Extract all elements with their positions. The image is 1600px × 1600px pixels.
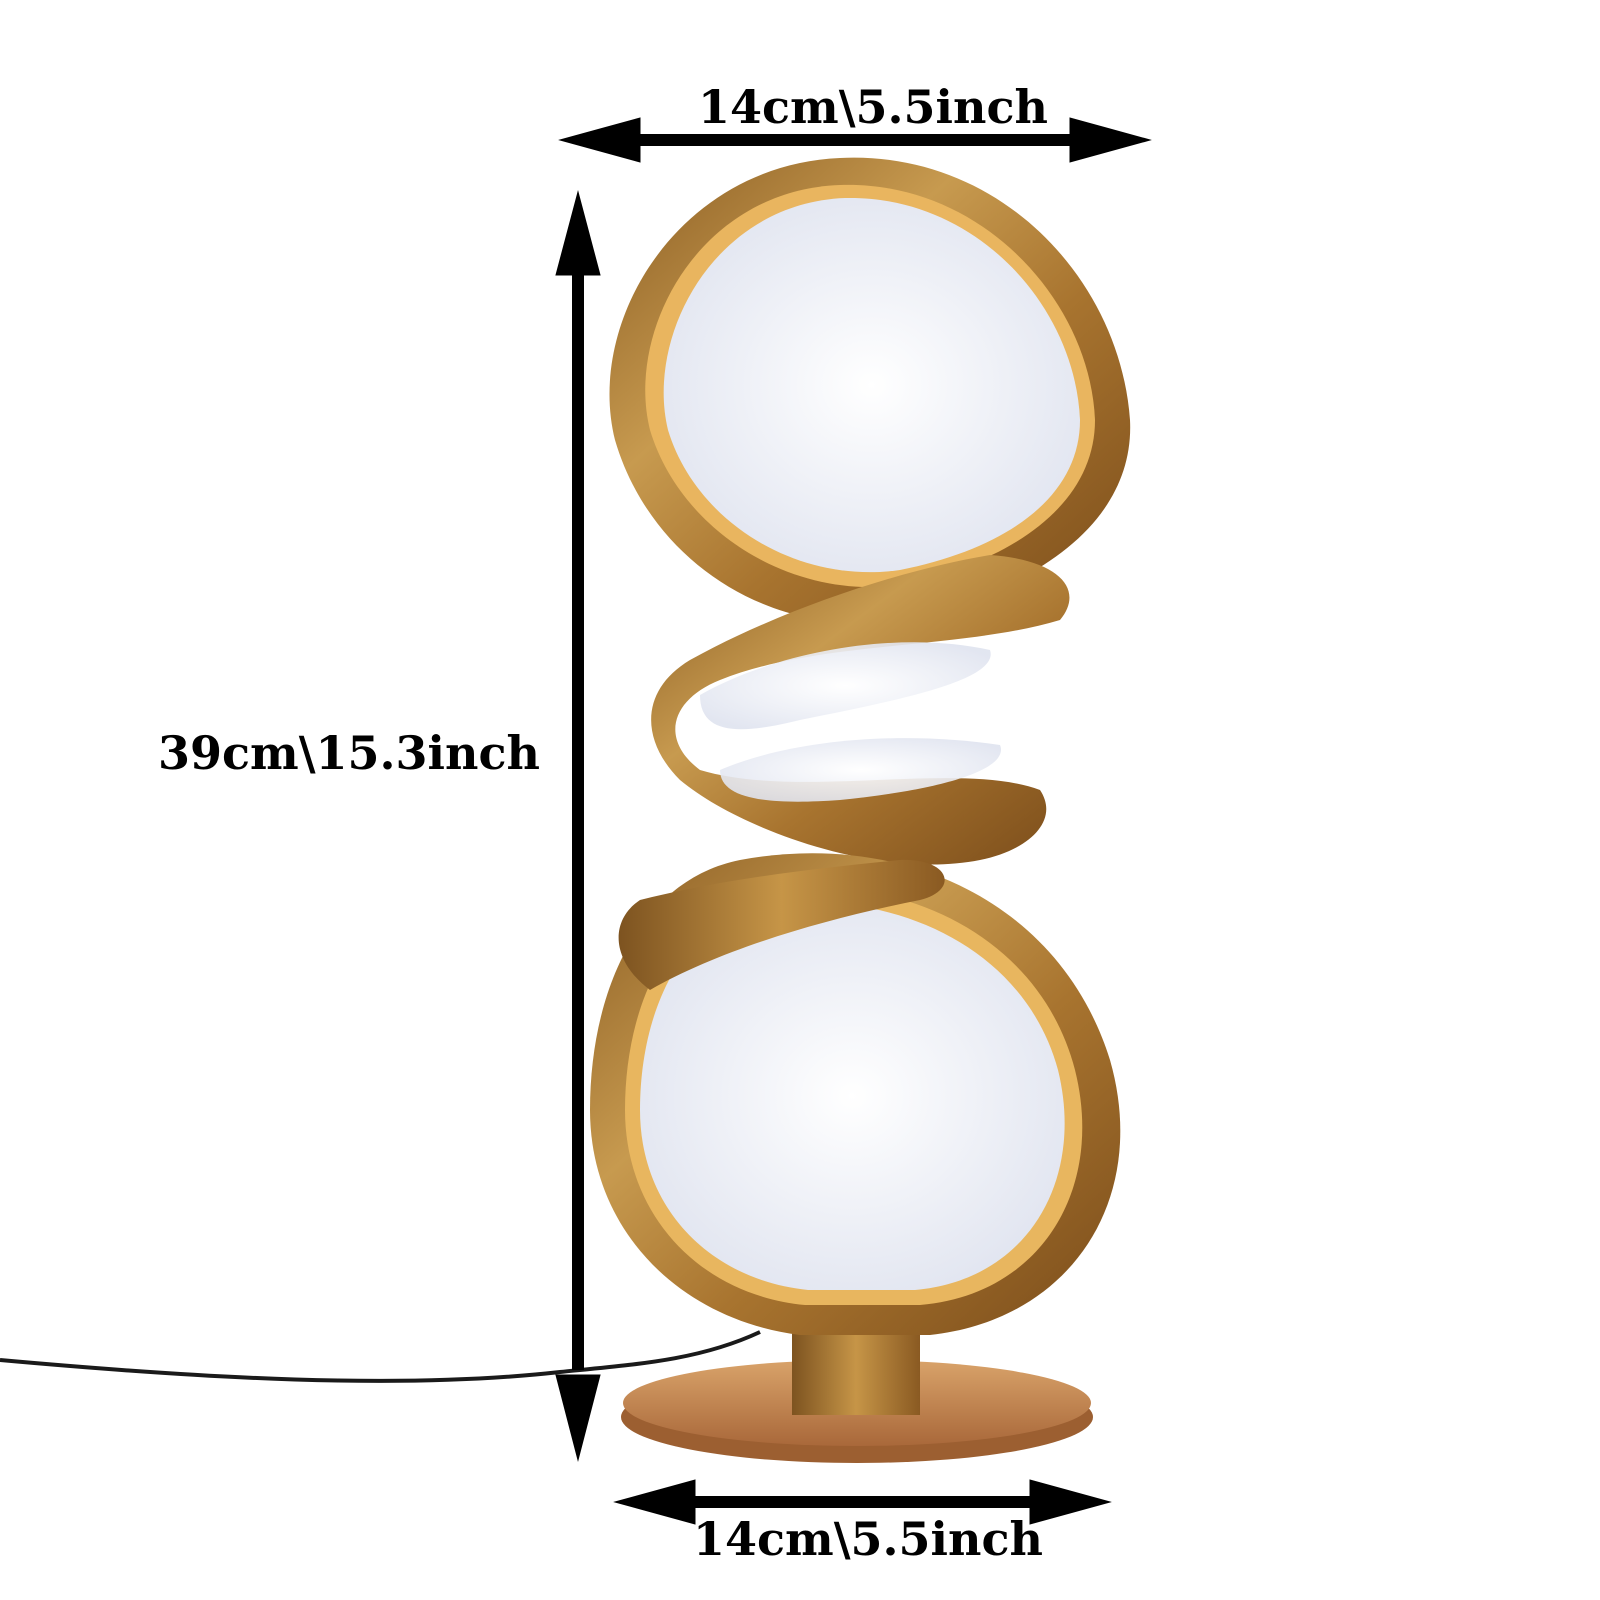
top-width-arrow xyxy=(558,117,1152,163)
base-width-arrow xyxy=(613,1479,1112,1525)
height-label: 39cm\15.3inch xyxy=(158,726,540,780)
power-cord xyxy=(0,1330,761,1383)
base-width-label: 14cm\5.5inch xyxy=(693,1512,1043,1566)
bottom-ribbon-loop xyxy=(590,853,1121,1335)
middle-ribbon-twist xyxy=(651,555,1070,865)
top-width-label: 14cm\5.5inch xyxy=(698,80,1048,134)
top-ribbon-loop xyxy=(609,157,1131,624)
height-arrow xyxy=(555,190,601,1462)
lamp-base xyxy=(621,1325,1093,1463)
